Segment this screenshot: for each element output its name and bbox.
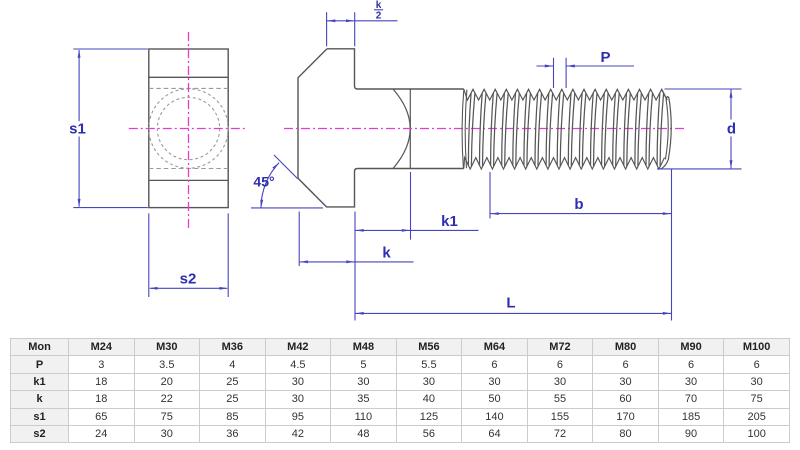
- svg-text:b: b: [574, 196, 583, 213]
- svg-text:45°: 45°: [253, 174, 274, 190]
- svg-text:d: d: [727, 121, 736, 138]
- svg-text:2: 2: [376, 10, 382, 21]
- svg-text:k: k: [376, 0, 382, 11]
- svg-text:P: P: [600, 49, 610, 66]
- svg-text:L: L: [506, 295, 515, 312]
- svg-text:k: k: [382, 245, 391, 262]
- svg-text:s2: s2: [180, 271, 197, 288]
- svg-text:s1: s1: [69, 121, 86, 138]
- svg-text:s1: s1: [69, 121, 86, 138]
- svg-text:k1: k1: [441, 213, 458, 230]
- svg-text:d: d: [727, 121, 736, 138]
